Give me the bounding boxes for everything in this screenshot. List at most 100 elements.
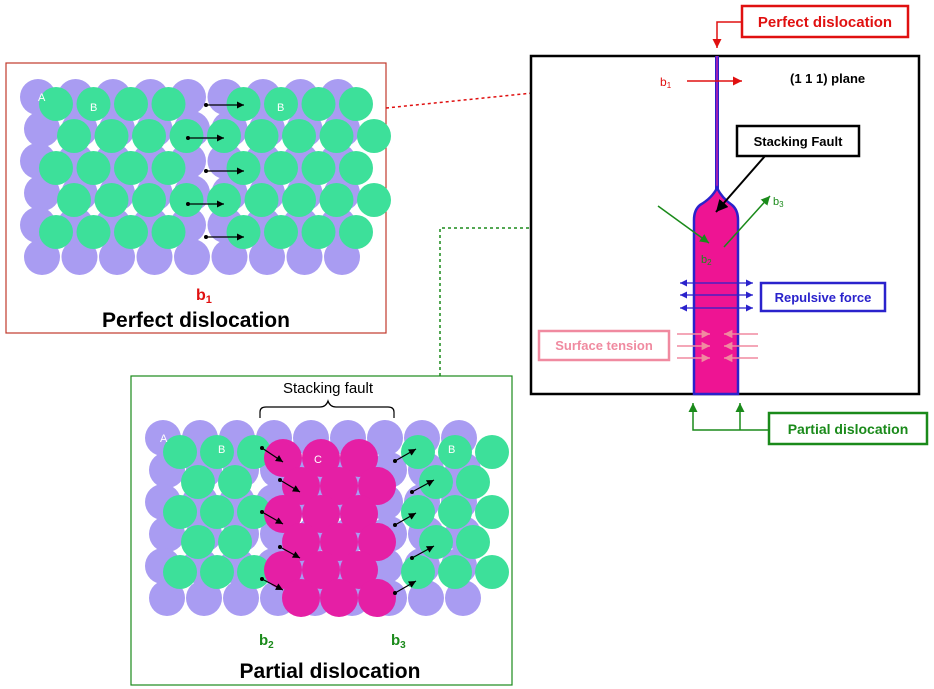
lattice-atom-b (237, 495, 271, 529)
partial-dislocation-panel: Stacking fault A B C B b2 b3 Partial dis… (130, 375, 513, 686)
partial-layer-a-label: A (160, 433, 168, 445)
b3-vector-arrow (723, 195, 771, 248)
lattice-atom-c (358, 467, 396, 505)
b2-vector-arrow (657, 205, 710, 244)
partial-dislocation-callout (767, 411, 929, 446)
lattice-atom-b (76, 87, 111, 121)
lattice-atom-b (319, 183, 354, 217)
slip-arrow (411, 479, 435, 493)
lattice-atom-b (218, 525, 252, 559)
lattice-atom-b (114, 215, 148, 249)
lattice-atom-b (169, 183, 204, 217)
lattice-atom-b (301, 215, 336, 249)
lattice-atom-b (207, 183, 241, 217)
slip-arrow (261, 578, 284, 591)
perfect-layer-a-label: A (38, 92, 46, 104)
lattice-atom-c (302, 551, 340, 589)
lattice-atom-a (186, 580, 222, 616)
slip-arrow (394, 580, 417, 594)
lattice-atom-c (264, 551, 302, 589)
lattice-atom-b (169, 119, 204, 153)
slip-arrow (261, 511, 284, 525)
lattice-atom-b (244, 119, 279, 153)
lattice-atom-b (57, 183, 91, 217)
lattice-atom-b (207, 119, 241, 153)
lattice-atom-c (302, 439, 340, 477)
partial-dislocation-pointer-left (688, 403, 769, 431)
lattice-atom-b (401, 495, 435, 529)
lattice-atom-b (39, 87, 73, 121)
lattice-atom-b (132, 183, 166, 217)
lattice-atom-c (282, 467, 320, 505)
slip-arrow (411, 545, 435, 559)
lattice-atom-b (200, 555, 234, 589)
partial-layer-b-left-label: B (218, 444, 225, 456)
lattice-atom-b (132, 119, 166, 153)
lattice-atom-b (401, 555, 435, 589)
lattice-atom-b (264, 87, 298, 121)
lattice-atom-b (339, 151, 373, 185)
lattice-atom-a (223, 580, 259, 616)
lattice-atom-b (438, 435, 472, 469)
lattice-atom-b (76, 151, 111, 185)
perfect-atom-lattice (20, 79, 391, 275)
slip-arrow (261, 447, 284, 463)
lattice-atom-b (475, 435, 509, 469)
lattice-atom-b (456, 465, 490, 499)
perfect-dislocation-panel: A B B b1 Perfect dislocation (5, 62, 391, 334)
lattice-atom-b (39, 215, 73, 249)
repulsive-force-arrows (680, 279, 753, 312)
lattice-atom-b (200, 435, 234, 469)
repulsive-force-callout (759, 281, 887, 313)
lattice-atom-b (475, 555, 509, 589)
b3-vector-label: b3 (773, 196, 784, 209)
lattice-atom-b (39, 151, 73, 185)
lattice-atom-b (264, 151, 298, 185)
partial-b3-label: b3 (391, 632, 406, 651)
lattice-atom-c (340, 439, 378, 477)
slip-arrow (394, 512, 417, 526)
partial-dislocation-callout-label: Partial dislocation (788, 421, 909, 437)
perfect-b1-label: b1 (196, 287, 212, 306)
perfect-layer-b-right-label: B (277, 102, 284, 114)
perfect-layer-b-left-label: B (90, 102, 97, 114)
lattice-atom-b (226, 151, 261, 185)
lattice-atom-b (319, 119, 354, 153)
lattice-atom-b (114, 151, 148, 185)
lattice-atom-b (282, 119, 316, 153)
lattice-atom-b (200, 495, 234, 529)
slip-arrow (279, 479, 301, 493)
lattice-atom-c (358, 523, 396, 561)
lattice-atom-b (456, 525, 490, 559)
lattice-atom-b (401, 435, 435, 469)
lattice-atom-b (438, 495, 472, 529)
lattice-atom-a (174, 239, 210, 275)
lattice-atom-a (408, 580, 444, 616)
lattice-atom-b (419, 525, 453, 559)
dislocation-schematic: b1 (1 1 1) plane Stacking Fault b2 b3 Re… (529, 54, 921, 396)
lattice-atom-b (475, 495, 509, 529)
lattice-atom-b (181, 525, 215, 559)
slip-arrow (394, 448, 417, 462)
b2-vector-label: b2 (701, 254, 712, 267)
lattice-atom-a (367, 420, 403, 456)
lattice-atom-b (163, 555, 197, 589)
lattice-atom-b (301, 87, 336, 121)
lattice-atom-b (438, 555, 472, 589)
lattice-atom-a (149, 580, 185, 616)
plane-label: (1 1 1) plane (790, 71, 865, 86)
lattice-atom-b (339, 87, 373, 121)
lattice-atom-c (302, 495, 340, 533)
lattice-atom-a (445, 580, 481, 616)
surface-tension-label: Surface tension (555, 338, 653, 353)
lattice-atom-b (94, 119, 129, 153)
lattice-atom-c (320, 579, 358, 617)
stacking-fault-callout-label: Stacking Fault (754, 134, 844, 149)
stacking-fault-callout (735, 124, 861, 158)
lattice-atom-c (340, 495, 378, 533)
perfect-dislocation-pointer (712, 21, 742, 48)
stacking-fault-pointer-arrow (715, 155, 766, 213)
stacking-fault-brace (259, 399, 395, 418)
perfect-dislocation-callout-label: Perfect dislocation (758, 14, 892, 31)
